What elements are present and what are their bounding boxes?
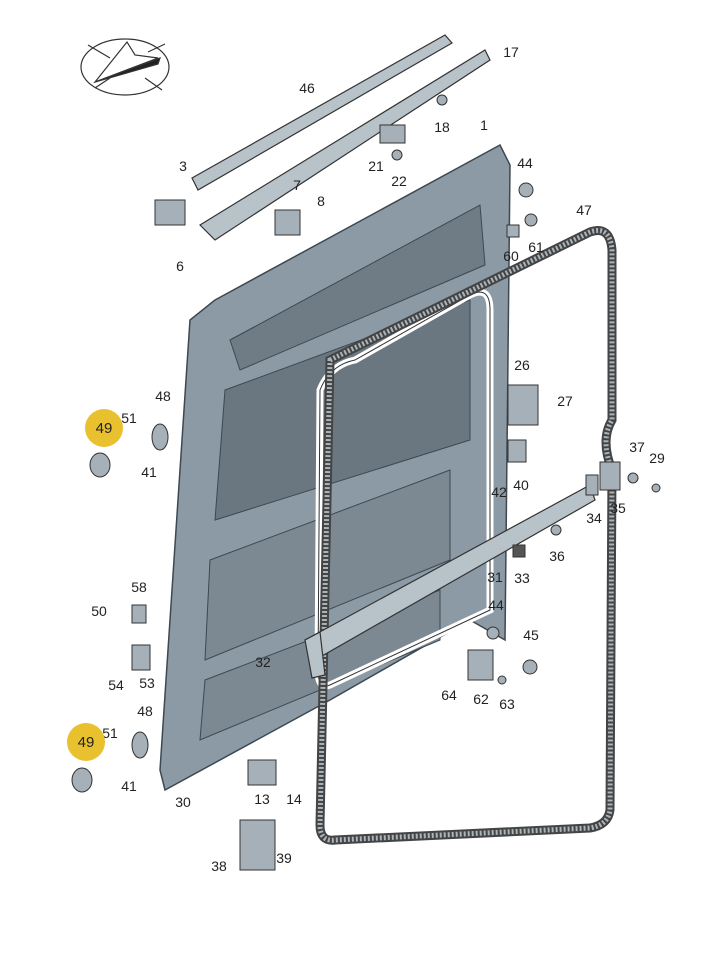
logo-icon <box>80 38 170 96</box>
callout-label[interactable]: 22 <box>391 173 407 189</box>
callout-label[interactable]: 53 <box>139 675 155 691</box>
callout-label[interactable]: 63 <box>499 696 515 712</box>
callout-label[interactable]: 30 <box>175 794 191 810</box>
callout-label[interactable]: 48 <box>137 703 153 719</box>
callout-label[interactable]: 27 <box>557 393 573 409</box>
callout-label[interactable]: 37 <box>629 439 645 455</box>
callout-label[interactable]: 48 <box>155 388 171 404</box>
callout-label[interactable]: 41 <box>141 464 157 480</box>
callout-label[interactable]: 6 <box>176 258 184 274</box>
small-parts <box>71 94 661 871</box>
callout-label[interactable]: 41 <box>121 778 137 794</box>
callout-label[interactable]: 54 <box>108 677 124 693</box>
callout-label[interactable]: 62 <box>473 691 489 707</box>
highlighted-callout-49[interactable]: 49 <box>67 723 105 761</box>
callout-label[interactable]: 33 <box>514 570 530 586</box>
callout-label[interactable]: 60 <box>503 248 519 264</box>
callout-label[interactable]: 42 <box>491 484 507 500</box>
top-rails <box>191 34 596 679</box>
highlighted-callout-49[interactable]: 49 <box>85 409 123 447</box>
callout-label[interactable]: 61 <box>528 239 544 255</box>
callout-label[interactable]: 17 <box>503 44 519 60</box>
callout-label[interactable]: 38 <box>211 858 227 874</box>
callout-label[interactable]: 51 <box>121 410 137 426</box>
callout-label[interactable]: 64 <box>441 687 457 703</box>
callout-label[interactable]: 26 <box>514 357 530 373</box>
callout-label[interactable]: 44 <box>517 155 533 171</box>
callout-label[interactable]: 1 <box>480 117 488 133</box>
callout-label[interactable]: 31 <box>487 569 503 585</box>
callout-label[interactable]: 47 <box>576 202 592 218</box>
callout-label[interactable]: 14 <box>286 791 302 807</box>
callout-label[interactable]: 44 <box>488 597 504 613</box>
callout-label[interactable]: 18 <box>434 119 450 135</box>
callout-label[interactable]: 21 <box>368 158 384 174</box>
callout-label[interactable]: 3 <box>179 158 187 174</box>
callout-label[interactable]: 8 <box>317 193 325 209</box>
callout-label[interactable]: 34 <box>586 510 602 526</box>
callout-label[interactable]: 39 <box>276 850 292 866</box>
door-panel <box>159 143 511 792</box>
callout-label[interactable]: 58 <box>131 579 147 595</box>
callout-label[interactable]: 29 <box>649 450 665 466</box>
callout-label[interactable]: 50 <box>91 603 107 619</box>
callout-label[interactable]: 7 <box>293 177 301 193</box>
door-frame-seal <box>315 226 617 845</box>
callout-label[interactable]: 36 <box>549 548 565 564</box>
callout-label[interactable]: 45 <box>523 627 539 643</box>
callout-label[interactable]: 32 <box>255 654 271 670</box>
callout-label[interactable]: 51 <box>102 725 118 741</box>
callout-label[interactable]: 40 <box>513 477 529 493</box>
callout-label[interactable]: 35 <box>610 500 626 516</box>
callout-label[interactable]: 13 <box>254 791 270 807</box>
callout-label[interactable]: 46 <box>299 80 315 96</box>
